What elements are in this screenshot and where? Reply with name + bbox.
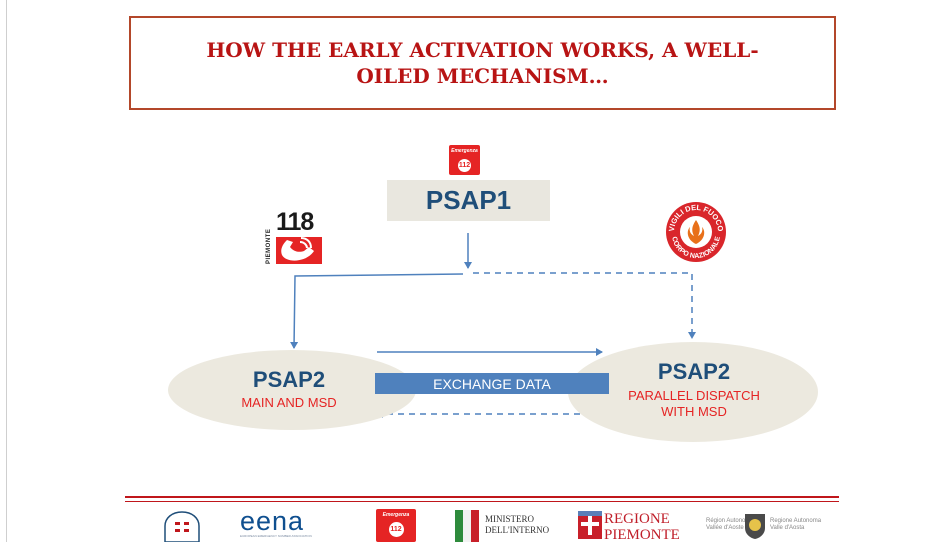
vigili-del-fuoco-logo: VIGILI DEL FUOCO CORPO NAZIONALE [664, 200, 728, 264]
emergenza-label: Emergenza [451, 148, 478, 154]
emergenza-112-logo: Emergenza 112 [449, 145, 480, 175]
ministero-logo-text: MINISTERO DELL'INTERNO [485, 514, 549, 536]
italian-flag-icon [455, 510, 479, 542]
route-to-main-psap2 [290, 273, 464, 349]
footer-emergenza-number: 112 [388, 522, 404, 537]
vda-right-line1: Regione Autonoma [770, 518, 822, 524]
main-psap2-subtitle: MAIN AND MSD [241, 395, 337, 410]
main-psap2-ellipse [168, 350, 416, 430]
ministero-line2: DELL'INTERNO [485, 525, 550, 535]
areu-shield-logo [164, 511, 200, 542]
ministero-line1: MINISTERO [485, 514, 534, 524]
valle-daosta-crest-icon [745, 514, 765, 539]
route-to-parallel-psap2 [473, 272, 696, 339]
vda-left-line2: Vallée d'Aoste [706, 525, 744, 531]
slide-title: HOW THE EARLY ACTIVATION WORKS, A WELL-O… [206, 38, 759, 88]
piemonte-crest-icon [578, 511, 602, 539]
main-psap2-title: PSAP2 [252, 367, 326, 392]
parallel-psap2-subtitle: PARALLEL DISPATCH WITH MSD [602, 388, 786, 420]
eena-logo-text: eena [240, 506, 305, 536]
footer-rule-bottom [125, 501, 839, 502]
regione-line1: REGIONE [604, 511, 670, 527]
main-psap2-node: PSAP2 MAIN AND MSD [210, 368, 368, 411]
exchange-data-bar: EXCHANGE DATA [375, 373, 609, 394]
piemonte-118-logo: PIEMONTE 118 [266, 208, 324, 266]
parallel-psap2-ellipse [568, 342, 818, 442]
eena-logo-subtext: EUROPEAN EMERGENCY NUMBER ASSOCIATION [240, 534, 312, 538]
left-margin-rule [6, 0, 7, 542]
emergenza-number: 112 [458, 159, 471, 172]
vda-left-line1: Région Autonome [706, 518, 754, 524]
logo-118-side-text: PIEMONTE [266, 228, 272, 264]
parallel-psap2-title: PSAP2 [657, 359, 731, 384]
psap1-label: PSAP1 [425, 185, 512, 215]
vda-right-text: Regione Autonoma Valle d'Aosta [770, 518, 821, 532]
parallel-psap2-subtitle-line1: PARALLEL DISPATCH [628, 388, 760, 403]
footer-emergenza-112-logo: Emergenza 112 [376, 509, 416, 542]
vda-right-line2: Valle d'Aosta [770, 525, 805, 531]
psap1-node: PSAP1 [387, 180, 550, 221]
parallel-psap2-node: PSAP2 PARALLEL DISPATCH WITH MSD [602, 360, 786, 420]
footer-emergenza-label: Emergenza [382, 512, 410, 518]
vda-left-text: Région Autonome Vallée d'Aoste [706, 518, 754, 532]
title-frame: HOW THE EARLY ACTIVATION WORKS, A WELL-O… [129, 16, 836, 110]
footer-rule-top [125, 496, 839, 498]
logo-118-number: 118 [276, 208, 314, 236]
phone-icon [276, 237, 322, 264]
parallel-psap2-subtitle-line2: WITH MSD [661, 404, 727, 419]
exchange-data-label: EXCHANGE DATA [433, 375, 551, 392]
regione-line2: PIEMONTE [604, 527, 680, 543]
regione-piemonte-text: REGIONE PIEMONTE [604, 511, 680, 543]
